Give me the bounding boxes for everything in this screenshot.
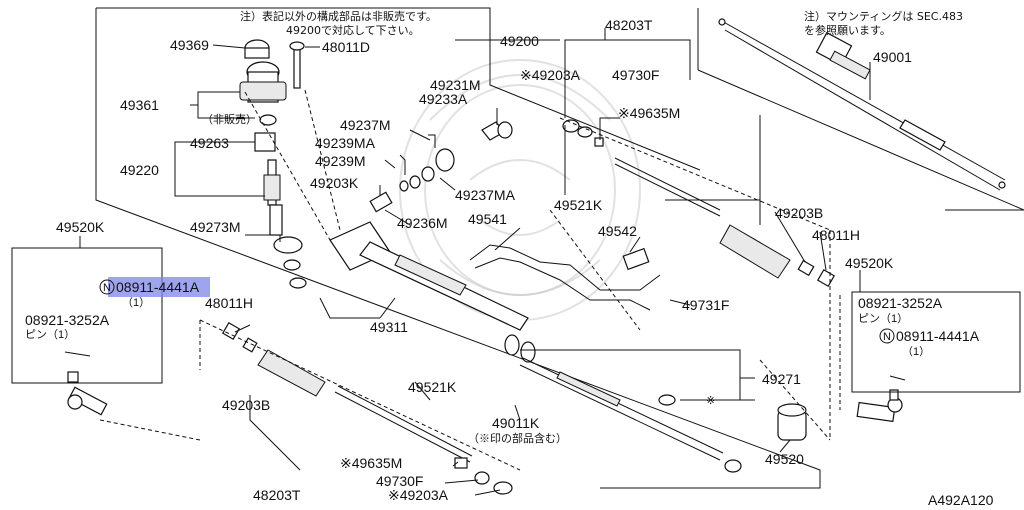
diagram-id: A492A120 <box>928 492 994 508</box>
label-49011K-note: （※印の部品含む） <box>468 431 567 445</box>
label-49236M: 49236M <box>397 215 448 231</box>
label-48203T-bottom: 48203T <box>253 487 301 503</box>
label-49541: 49541 <box>468 211 507 227</box>
dashed-guides <box>99 89 841 471</box>
label-48011H-left: 48011H <box>205 295 253 311</box>
label-08911-left: 08911-4441A <box>116 279 200 295</box>
label-48011H-right: 48011H <box>812 227 860 243</box>
label-49200: 49200 <box>500 33 539 49</box>
center-small-parts <box>369 119 604 213</box>
label-48011D: 48011D <box>322 39 370 55</box>
rack-bar-49271 <box>519 357 742 473</box>
label-49311: 49311 <box>370 319 408 335</box>
label-asterisk: ※ <box>706 395 715 407</box>
label-49520K-right: 49520K <box>845 255 894 271</box>
valve-housing-group <box>239 39 307 289</box>
label-49237M: 49237M <box>340 117 391 133</box>
label-49263: 49263 <box>190 135 229 151</box>
note-nonsale-2: 49200で対応して下さい。 <box>286 23 420 37</box>
rack-assembly-49001 <box>718 18 1006 191</box>
circled-n-right: N <box>879 328 895 344</box>
svg-text:N: N <box>103 282 111 294</box>
feed-tubes <box>469 244 661 311</box>
label-qty-left-n: （1） <box>122 296 150 309</box>
label-49203B-right: 49203B <box>775 205 823 221</box>
label-49520K-left: 49520K <box>56 219 105 235</box>
label-49521K-bottom: 49521K <box>408 379 457 395</box>
label-49239M: 49239M <box>315 153 366 169</box>
label-49730F-bottom: 49730F <box>376 473 423 489</box>
label-48203T-top: 48203T <box>605 17 653 33</box>
label-49369: 49369 <box>170 37 209 53</box>
label-49239MA: 49239MA <box>315 135 376 151</box>
label-49203B-left: 49203B <box>222 397 270 413</box>
circled-n-left: N <box>99 279 115 295</box>
label-qty-right-n: （1） <box>902 345 930 358</box>
right-tie-rod-end <box>851 291 1021 423</box>
label-pin-right: ピン（1） <box>858 312 908 325</box>
label-pin-left: ピン（1） <box>25 328 75 341</box>
label-49542: 49542 <box>598 223 637 239</box>
leader-lines <box>79 28 871 496</box>
left-tie-rod-end <box>11 247 163 416</box>
note-mounting-2: を参照願います。 <box>804 23 891 37</box>
rack-housing-49311 <box>329 221 536 363</box>
label-08921-left: 08921-3252A <box>25 312 110 328</box>
label-49635M-bottom: ※49635M <box>340 455 402 471</box>
right-tie-rod <box>614 157 836 288</box>
label-08911-right: 08911-4441A <box>896 328 980 344</box>
label-not-sold: （非販売） <box>202 113 257 126</box>
label-49520: 49520 <box>765 451 804 467</box>
highlight-08911-left <box>108 277 210 297</box>
label-49203A-top: ※49203A <box>520 67 581 83</box>
note-mounting-1: 注）マウンティングは SEC.483 <box>804 9 963 23</box>
note-nonsale-1: 注）表記以外の構成部品は非販売です。 <box>240 9 437 23</box>
label-49001: 49001 <box>873 49 912 65</box>
label-49271: 49271 <box>762 371 801 387</box>
label-49635M-top: ※49635M <box>618 105 680 121</box>
assembly-frame <box>95 7 1024 489</box>
label-49203K: 49203K <box>310 175 359 191</box>
svg-text:N: N <box>883 331 891 343</box>
label-49203A-bottom: ※49203A <box>388 487 449 503</box>
label-49233A: 49233A <box>419 91 468 107</box>
label-49220: 49220 <box>120 162 159 178</box>
label-49237MA: 49237MA <box>455 187 516 203</box>
label-49731F: 49731F <box>682 297 729 313</box>
label-49521K-top: 49521K <box>554 197 603 213</box>
label-49361: 49361 <box>120 97 159 113</box>
label-49273M: 49273M <box>190 219 241 235</box>
label-08921-right: 08921-3252A <box>858 295 943 311</box>
bushing-49520 <box>777 403 807 441</box>
label-49231M: 49231M <box>430 77 481 93</box>
label-49011K: 49011K <box>492 415 540 431</box>
label-49730F-top: 49730F <box>612 67 659 83</box>
